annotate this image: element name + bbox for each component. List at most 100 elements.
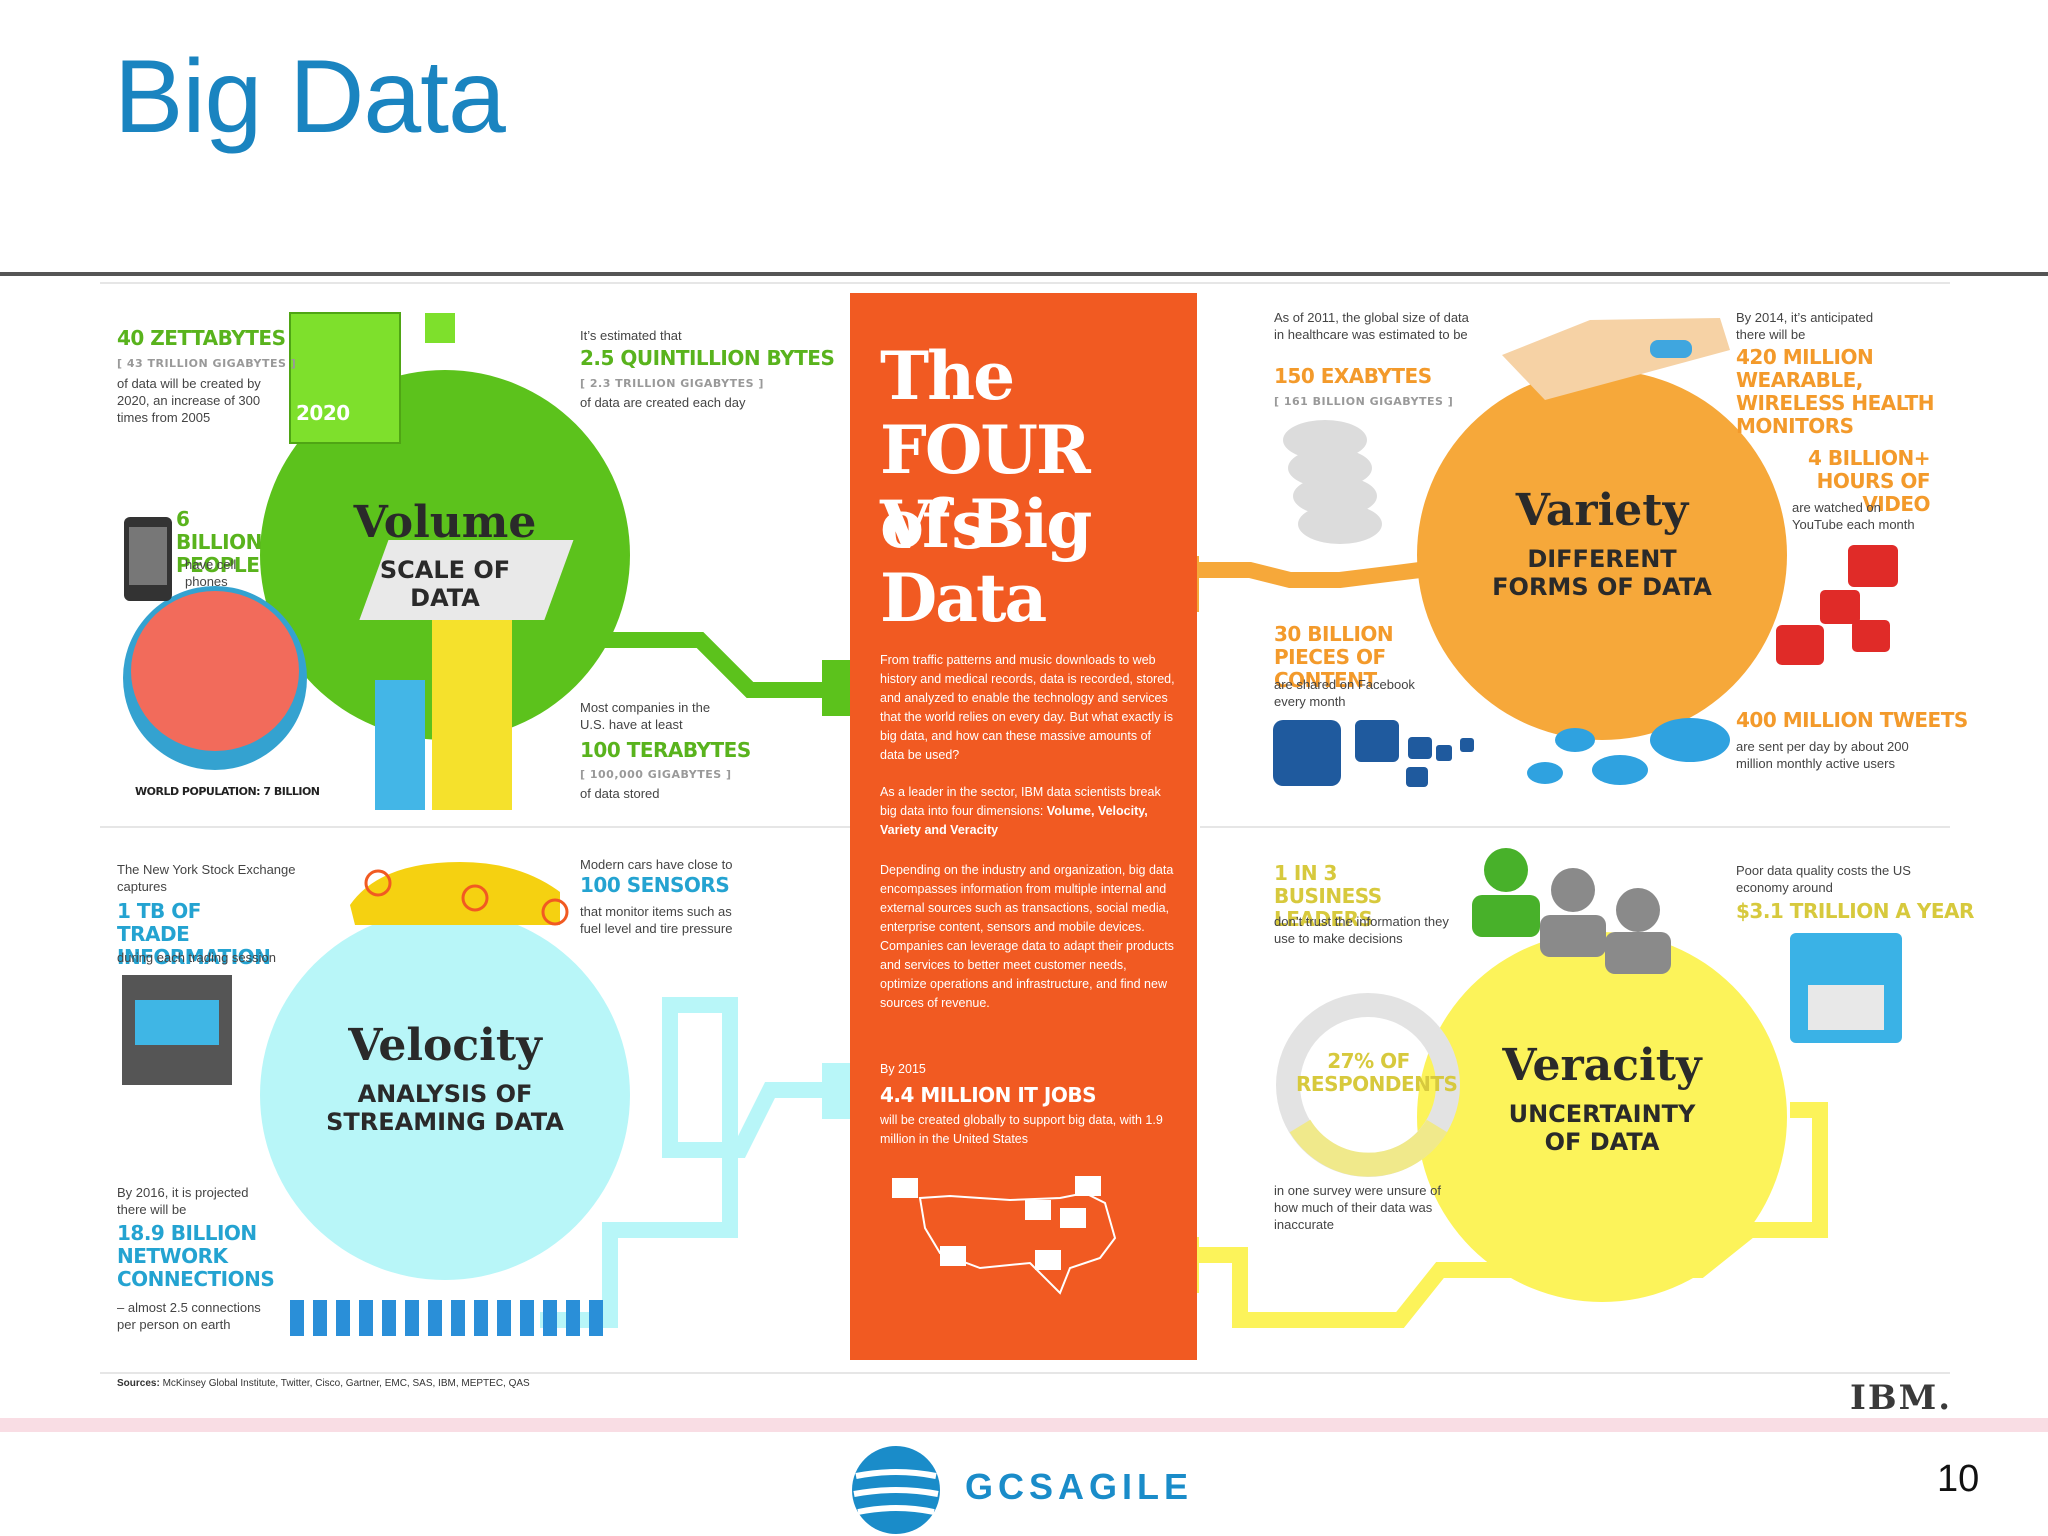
us-map-icon (892, 1176, 1117, 1295)
wearable-monitor-icon (1650, 340, 1692, 358)
variety-stat4-text: are shared on Facebook every month (1274, 677, 1415, 709)
sources-label: Sources: (117, 1378, 160, 1389)
veracity-title: Veracity (1502, 1040, 1702, 1091)
velocity-title: Velocity (348, 1020, 542, 1071)
variety-stat2-pre: By 2014, it’s anticipated there will be (1736, 310, 1874, 342)
gcsagile-logo: GCSAGILE (965, 1466, 1194, 1507)
volume-year-2005: 2005 (428, 347, 455, 361)
disk-stack-icon (1283, 420, 1382, 544)
veracity-stat1-text: don’t trust the information they use to … (1274, 914, 1449, 946)
wearable-arm-icon (1502, 318, 1730, 400)
youtube-icons (1776, 545, 1898, 665)
veracity-stat2-head: $3.1 TRILLION A YEAR (1736, 899, 1974, 923)
industry-paragraph: Depending on the industry and organizati… (880, 863, 1174, 1010)
four-vs-title-3: of Big (880, 485, 1092, 563)
left-divider (100, 826, 850, 828)
building-icon (375, 680, 425, 810)
velocity-subtitle-2: STREAMING DATA (326, 1108, 564, 1136)
velocity-stat3-pre: By 2016, it is projected there will be (117, 1185, 249, 1217)
velocity-circle (260, 910, 630, 1280)
velocity-stat1-head: 1 TB OF TRADE INFORMATION (117, 899, 271, 969)
infographic (100, 282, 1950, 1374)
respondents-donut-fill (1289, 1119, 1448, 1177)
velocity-stat1-text: during each trading session (117, 950, 276, 965)
variety-stat3-head: 4 BILLION+ HOURS OF VIDEO (1808, 446, 1931, 516)
infographic-bottom-border (100, 1372, 1950, 1374)
variety-stat1-pre: As of 2011, the global size of data in h… (1274, 310, 1469, 342)
twitter-icons (1527, 718, 1730, 785)
world-population: WORLD POPULATION: 7 BILLION (135, 785, 320, 798)
volume-stat3-text: have cell phones (185, 557, 237, 589)
variety-stat1-sub: [ 161 BILLION GIGABYTES ] (1274, 395, 1454, 408)
page-number: 10 (1937, 1458, 1980, 1500)
people-icon (290, 1300, 603, 1336)
volume-stat2-head: 2.5 QUINTILLION BYTES (580, 346, 835, 370)
sources-text: McKinsey Global Institute, Twitter, Cisc… (162, 1378, 530, 1389)
variety-connector (1197, 562, 1421, 588)
title-divider (0, 272, 2048, 276)
donut-label: 27% OF RESPONDENTS (1296, 1049, 1458, 1096)
facebook-icons (1273, 720, 1474, 787)
veracity-stat1-head: 1 IN 3 BUSINESS LEADERS (1274, 861, 1382, 931)
velocity-subtitle-1: ANALYSIS OF (357, 1080, 533, 1108)
business-leaders-icon (1472, 848, 1671, 974)
variety-subtitle-1: DIFFERENT (1527, 545, 1677, 573)
intro-paragraph: From traffic patterns and music download… (880, 653, 1175, 762)
velocity-plug (822, 1063, 850, 1119)
four-vs-title-2: FOUR V’s (880, 411, 1091, 565)
tower-icon (432, 620, 512, 810)
veracity-stat2-pre: Poor data quality costs the US economy a… (1736, 863, 1911, 895)
sources-line: Sources: McKinsey Global Institute, Twit… (117, 1378, 530, 1389)
volume-stat1-sub: [ 43 TRILLION GIGABYTES ] (117, 357, 297, 370)
four-vs-title-4: Data (880, 559, 1047, 637)
velocity-connector (540, 997, 850, 1328)
velocity-stat2-pre: Modern cars have close to (580, 857, 733, 872)
slide-title: Big Data (114, 39, 506, 155)
variety-circle (1417, 370, 1787, 740)
veracity-subtitle-1: UNCERTAINTY (1508, 1100, 1696, 1128)
data-grid-icon (359, 540, 574, 620)
volume-stat2-text: of data are created each day (580, 395, 746, 410)
velocity-stat1-pre: The New York Stock Exchange captures (117, 862, 296, 894)
jobs-year: By 2015 (880, 1062, 926, 1076)
volume-stat4-pre: Most companies in the U.S. have at least (580, 700, 711, 732)
dimensions-paragraph: As a leader in the sector, IBM data scie… (880, 783, 1175, 840)
variety-stat3-text: are watched on YouTube each month (1792, 500, 1915, 532)
volume-title: Volume (353, 497, 537, 548)
variety-stat1-head: 150 EXABYTES (1274, 364, 1432, 388)
velocity-stat2-head: 100 SENSORS (580, 873, 730, 897)
variety-stat5-text: are sent per day by about 200 million mo… (1736, 739, 1909, 771)
veracity-circle (1417, 932, 1787, 1302)
infographic-top-border (100, 282, 1950, 284)
velocity-stat3-text: – almost 2.5 connections per person on e… (117, 1300, 261, 1332)
volume-stat1-text: of data will be created by 2020, an incr… (117, 376, 261, 425)
variety-stat2-head: 420 MILLION WEARABLE, WIRELESS HEALTH MO… (1736, 345, 1935, 438)
sd-card-2020 (289, 312, 401, 444)
gcsagile-globe-icon (852, 1446, 940, 1534)
velocity-stat3-head: 18.9 BILLION NETWORK CONNECTIONS (117, 1221, 275, 1291)
veracity-subtitle-2: OF DATA (1544, 1128, 1660, 1156)
volume-stat1-head: 40 ZETTABYTES (117, 326, 286, 350)
volume-stat2-pre: It’s estimated that (580, 328, 682, 343)
four-vs-title-1: The (880, 337, 1015, 415)
sd-card-2005 (425, 313, 455, 343)
volume-stat3-head: 6 BILLION PEOPLE (176, 507, 262, 577)
volume-stat4-text: of data stored (580, 786, 660, 801)
volume-stat2-sub: [ 2.3 TRILLION GIGABYTES ] (580, 377, 764, 390)
car-icon (350, 862, 560, 925)
volume-stat4-head: 100 TERABYTES (580, 738, 751, 762)
right-divider (1200, 826, 1950, 828)
ibm-logo: IBM. (1850, 1378, 1953, 1418)
variety-title: Variety (1515, 485, 1689, 536)
variety-subtitle-2: FORMS OF DATA (1492, 573, 1712, 601)
dimensions-text: As a leader in the sector, IBM data scie… (880, 785, 1161, 818)
volume-year-2020: 2020 (296, 401, 350, 425)
dimensions-list: Volume, Velocity, Variety and Veracity (880, 804, 1148, 837)
jobs-text: will be created globally to support big … (880, 1113, 1163, 1146)
footer-band (0, 1418, 2048, 1432)
volume-stat4-sub: [ 100,000 GIGABYTES ] (580, 768, 732, 781)
veracity-stat3-text: in one survey were unsure of how much of… (1274, 1183, 1441, 1232)
volume-plug (822, 660, 850, 716)
variety-stat5-head: 400 MILLION TWEETS (1736, 708, 1968, 732)
